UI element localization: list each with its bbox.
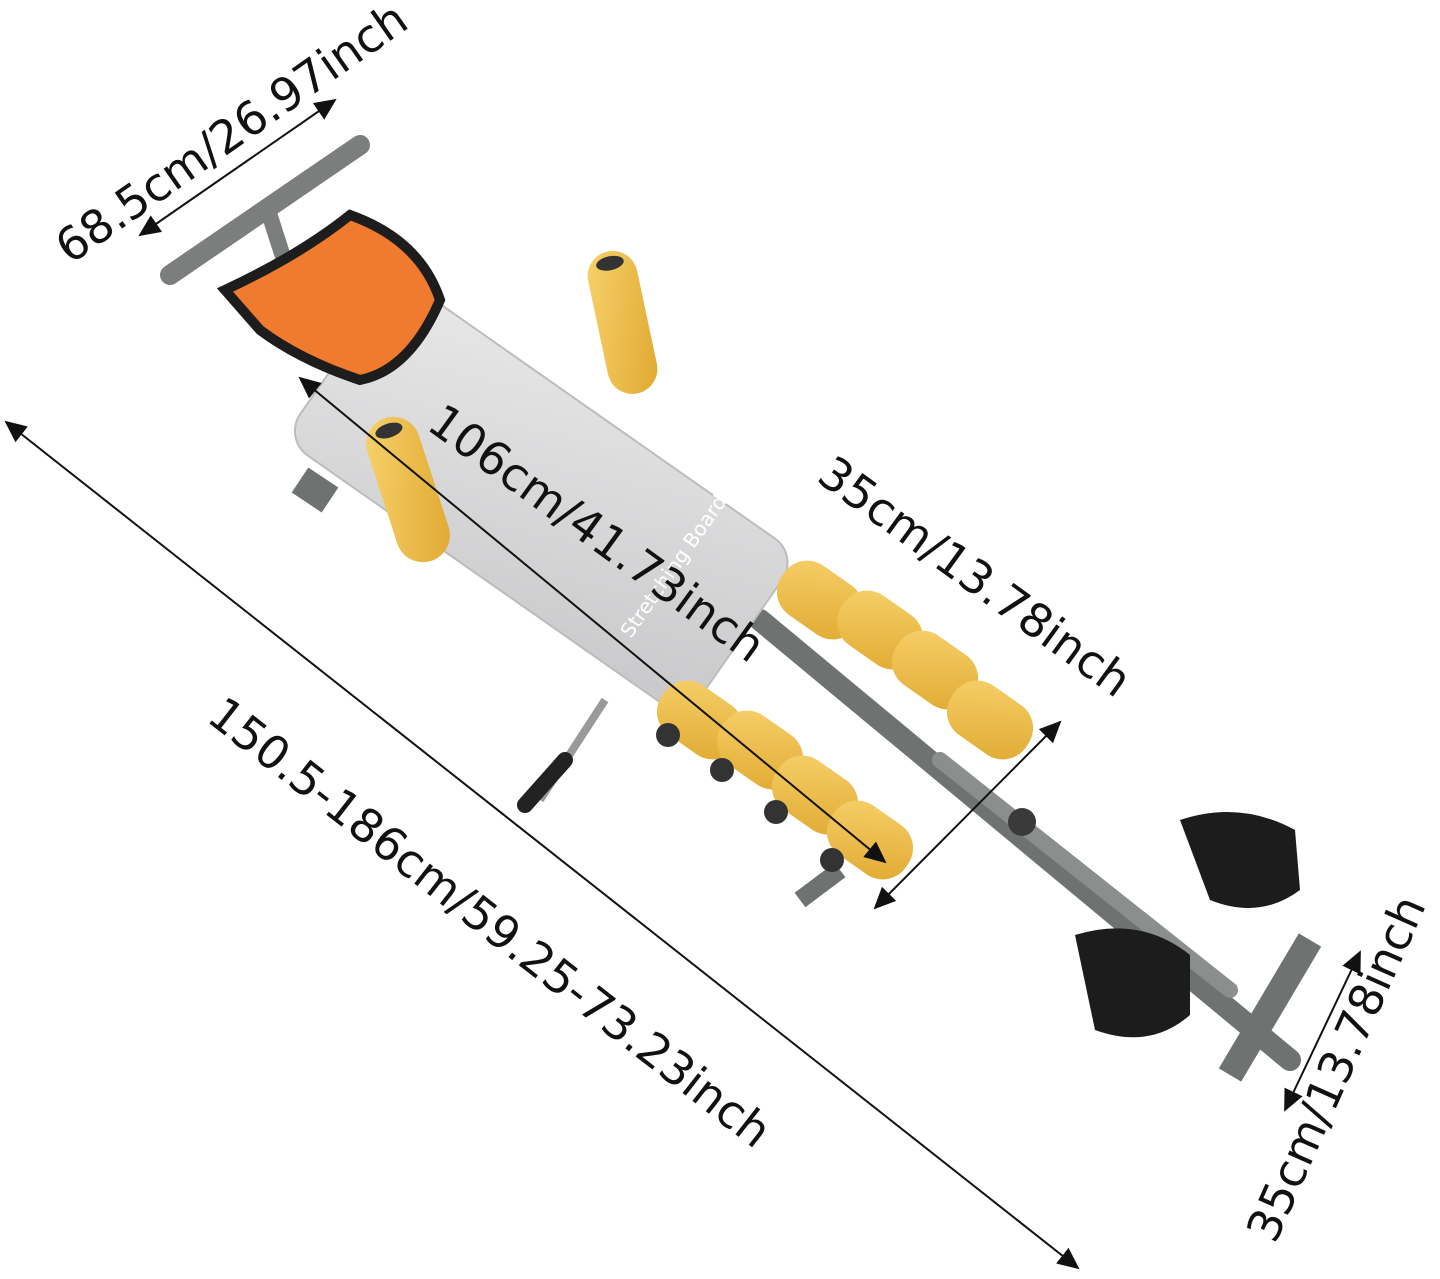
adjust-knob-icon: [1008, 808, 1036, 836]
dimension-label-overall-length: 150.5-186cm/59.25-73.23inch: [198, 686, 781, 1158]
dimension-foot-width: 35cm/13.78inch: [1236, 887, 1437, 1249]
foot-pad-front: [1075, 928, 1190, 1038]
front-leg: [794, 862, 846, 908]
dimension-label-foot-width: 35cm/13.78inch: [1236, 887, 1437, 1249]
hand-grip-rear: [587, 250, 658, 394]
rear-leg: [291, 467, 339, 513]
foot-pads: [1075, 812, 1300, 1038]
neck-harness: [216, 209, 446, 386]
foot-pad-rear: [1180, 812, 1300, 908]
